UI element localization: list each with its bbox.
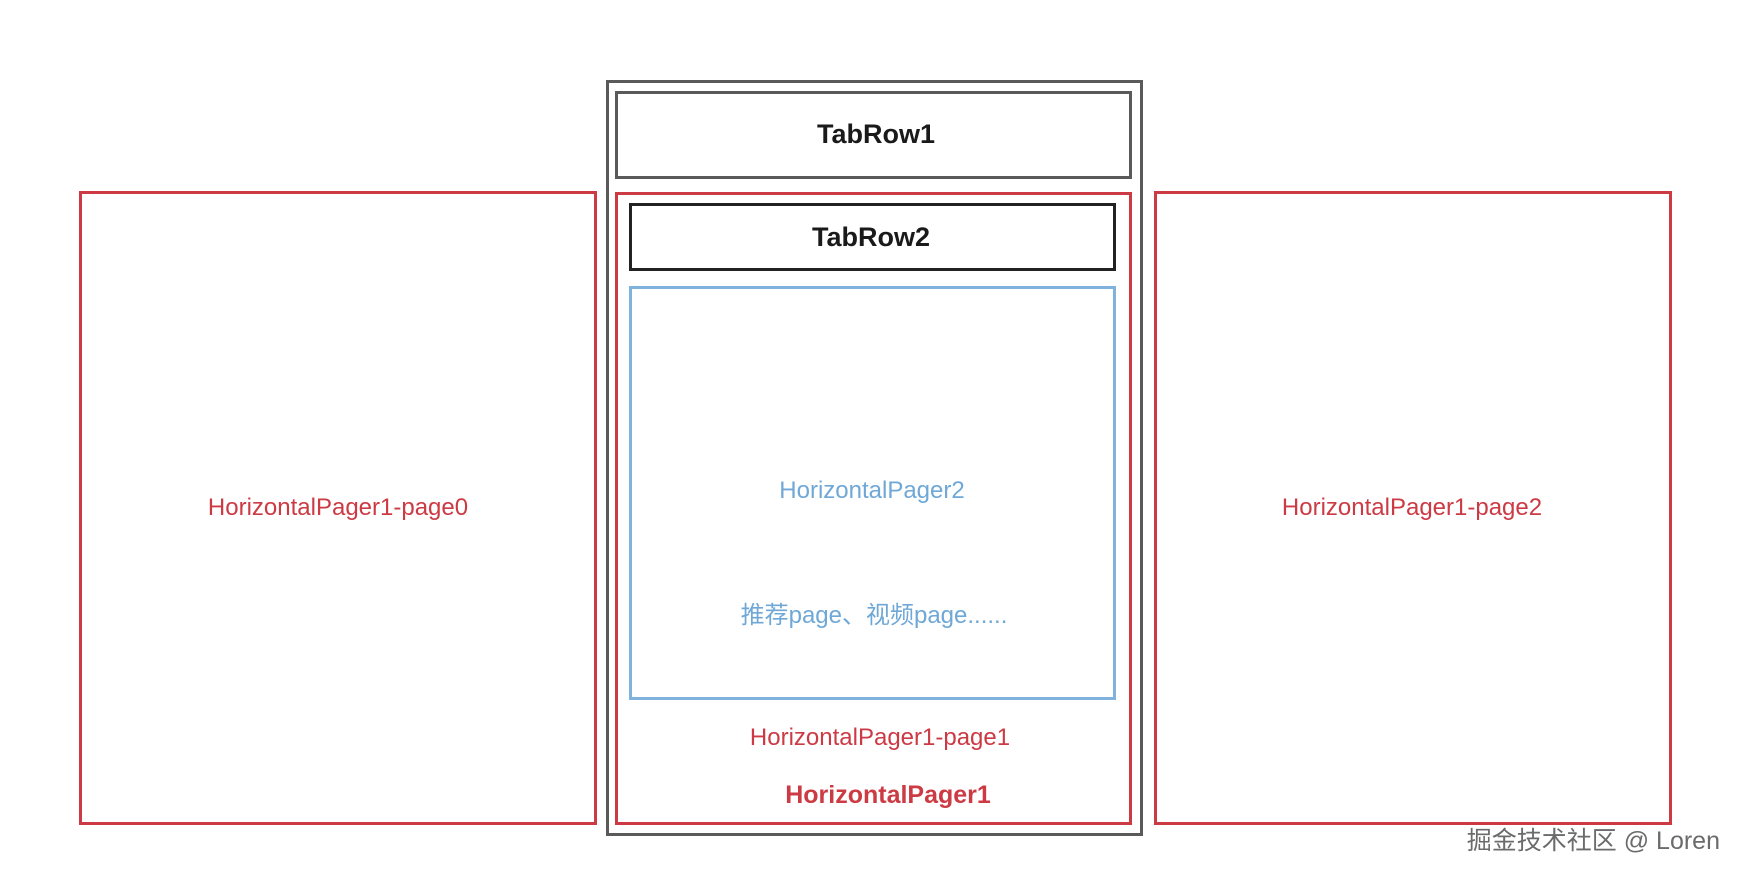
tabrow2-label: TabRow2 bbox=[811, 222, 931, 252]
pager1-page0-label: HorizontalPager1-page0 bbox=[207, 494, 469, 521]
pager1-page1-box bbox=[615, 192, 1132, 825]
pager1-page0-box bbox=[79, 191, 597, 825]
tabrow1-label: TabRow1 bbox=[816, 119, 936, 149]
screen-frame bbox=[606, 80, 1143, 836]
pager1-page2-label: HorizontalPager1-page2 bbox=[1281, 494, 1543, 521]
tabrow1-box bbox=[615, 91, 1132, 179]
pager1-page1-label: HorizontalPager1-page1 bbox=[749, 724, 1011, 751]
tabrow2-box bbox=[629, 203, 1116, 271]
pager2-label: HorizontalPager2 bbox=[779, 477, 965, 504]
pager2-box bbox=[629, 286, 1116, 700]
pager2-sub-label: 推荐page、视频page...... bbox=[740, 602, 1008, 629]
pager1-label: HorizontalPager1 bbox=[785, 781, 991, 809]
watermark: 掘金技术社区 @ Loren bbox=[1466, 827, 1720, 855]
pager1-page2-box bbox=[1154, 191, 1672, 825]
